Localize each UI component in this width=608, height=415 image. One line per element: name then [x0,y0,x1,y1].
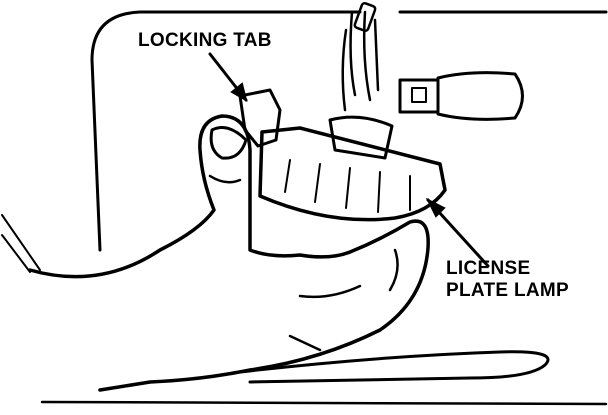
callout-license-line1: LICENSE [446,258,531,279]
wire-harness [343,12,378,110]
bumper-edge [42,402,606,404]
body-panel-outline [92,12,606,250]
callout-license-plate-lamp: LICENSE PLATE LAMP [446,258,569,302]
lower-bumper-line [240,352,548,382]
finger-creases [210,176,398,350]
hand-outline [30,116,428,390]
bulb-socket-base [400,80,438,112]
lamp-lens-ribs [285,160,410,212]
callout-license-line2: PLATE LAMP [446,280,569,301]
left-edge-lines [2,215,40,272]
bulb-socket-tab [412,88,426,102]
wire-clip [354,2,376,31]
thumb-nail [211,128,246,159]
arrow-license-plate-lamp-head [428,200,444,216]
arrow-locking-tab-head [232,84,246,100]
bulb-glass [438,73,523,120]
lamp-housing [260,128,445,220]
callout-locking-tab: LOCKING TAB [138,30,272,51]
lamp-socket-top [330,117,392,158]
